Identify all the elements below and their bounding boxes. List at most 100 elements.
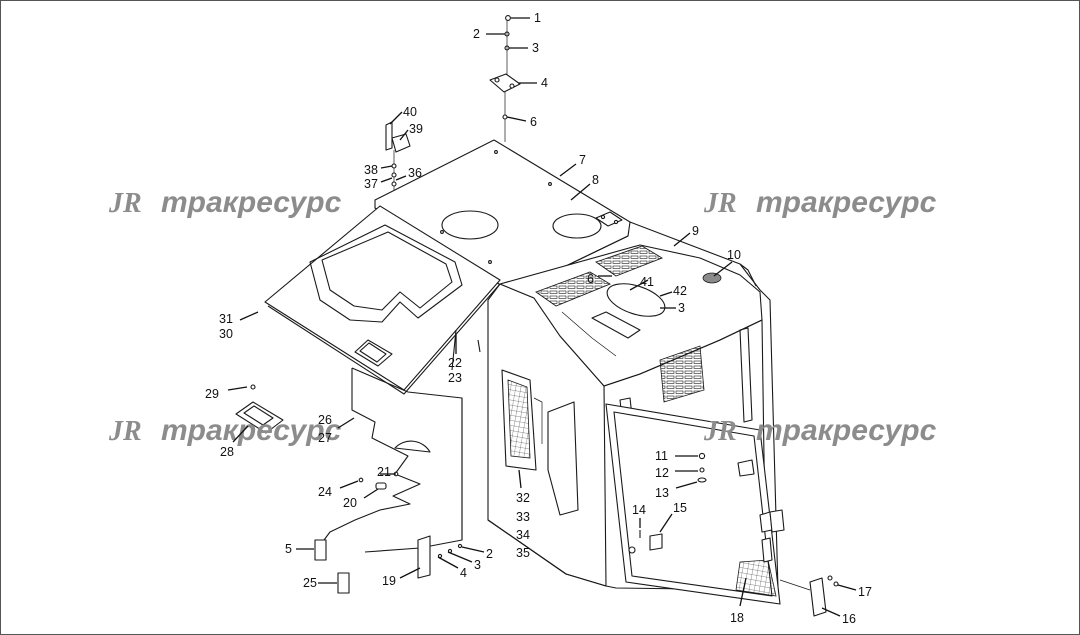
part-number: 27 — [318, 431, 332, 445]
part-number: 15 — [673, 501, 687, 515]
top-fastener-stack — [489, 15, 521, 142]
part-number: 42 — [673, 284, 687, 298]
part-number: 23 — [448, 371, 462, 385]
callout: 20 — [343, 488, 379, 510]
part-number: 22 — [448, 356, 462, 370]
callout: 38 — [364, 163, 393, 177]
callout: 4 — [518, 76, 548, 90]
callout: 21 — [377, 465, 396, 479]
watermark-text: тракресурс — [756, 414, 937, 447]
callout: 3 — [447, 551, 481, 572]
part-number: 2 — [473, 27, 480, 41]
callout: 22 — [448, 334, 462, 370]
callout: 16 — [821, 607, 856, 626]
watermark-logo: JR — [703, 416, 737, 447]
part-number: 10 — [727, 248, 741, 262]
callout: 17 — [837, 584, 872, 599]
part-number: 6 — [530, 115, 537, 129]
part-number: 39 — [409, 122, 423, 136]
part-number: 4 — [460, 566, 467, 580]
callout: 6 — [587, 272, 612, 286]
part-number: 4 — [541, 76, 548, 90]
part-number: 24 — [318, 485, 332, 499]
part-number: 3 — [474, 558, 481, 572]
callout: 41 — [629, 275, 654, 291]
front-roof-panel — [264, 205, 501, 395]
part-number: 34 — [516, 528, 530, 542]
callout: 39 — [399, 122, 423, 141]
part-number: 31 — [219, 312, 233, 326]
left-hinge-bracket — [385, 121, 411, 196]
callout: 26 — [318, 413, 355, 429]
gas-struts — [451, 329, 481, 371]
callout: 7 — [559, 153, 586, 177]
callout-group: 1 2 3 4 6 40 39 38 37 36 7 8 9 10 6 41 4… — [205, 11, 872, 626]
part-number: 5 — [285, 542, 292, 556]
part-number: 18 — [730, 611, 744, 625]
part-number: 17 — [858, 585, 872, 599]
callout: 13 — [655, 481, 698, 500]
part-number: 19 — [382, 574, 396, 588]
line-art — [235, 15, 839, 617]
callout: 5 — [285, 542, 314, 556]
part-number: 38 — [364, 163, 378, 177]
part-number: 6 — [587, 272, 594, 286]
callout: 8 — [570, 173, 599, 201]
callout: 3 — [660, 301, 685, 315]
part-number: 25 — [303, 576, 317, 590]
watermark-group: JR тракресурс JR тракресурс JR тракресур… — [108, 186, 937, 447]
part-number: 35 — [516, 546, 530, 560]
callout: 15 — [659, 501, 687, 533]
callout: 6 — [506, 115, 537, 129]
callout: 25 — [303, 576, 337, 590]
part-number: 8 — [592, 173, 599, 187]
part-number: 36 — [408, 166, 422, 180]
part-number: 7 — [579, 153, 586, 167]
part-number: 9 — [692, 224, 699, 238]
part-number: 13 — [655, 486, 669, 500]
callout: 2 — [473, 27, 505, 41]
part-number: 3 — [678, 301, 685, 315]
callout: 4 — [437, 556, 467, 580]
part-number: 21 — [377, 465, 391, 479]
watermark-logo: JR — [108, 416, 142, 447]
callout: 42 — [659, 284, 687, 298]
callout: 37 — [364, 177, 393, 191]
part-number: 26 — [318, 413, 332, 427]
watermark-3: JR тракресурс — [108, 414, 342, 447]
watermark-logo: JR — [108, 188, 142, 219]
part-number: 16 — [842, 612, 856, 626]
part-number: 3 — [532, 41, 539, 55]
part-number: 20 — [343, 496, 357, 510]
part-number: 2 — [486, 547, 493, 561]
part-number: 41 — [640, 275, 654, 289]
callout: 29 — [205, 386, 248, 401]
part-number: 37 — [364, 177, 378, 191]
hatch-frame — [235, 384, 284, 434]
callout: 12 — [655, 466, 698, 480]
callout: 9 — [673, 224, 699, 247]
callout: 14 — [632, 503, 646, 528]
watermark-text: тракресурс — [161, 186, 342, 219]
callout: 2 — [461, 546, 493, 561]
part-number: 32 — [516, 491, 530, 505]
callout: 28 — [220, 425, 249, 459]
rear-wall-panel — [317, 367, 463, 553]
part-number: 11 — [655, 449, 668, 463]
callout: 10 — [713, 248, 741, 277]
part-number: 14 — [632, 503, 646, 517]
watermark-4: JR тракресурс — [703, 414, 937, 447]
callout: 40 — [389, 105, 417, 125]
callout: 19 — [382, 567, 421, 588]
callout: 31 — [219, 311, 259, 326]
callout: 24 — [318, 480, 359, 499]
part-number: 40 — [403, 105, 417, 119]
callout: 36 — [395, 166, 422, 181]
callout: 1 — [511, 11, 541, 25]
callout: 32 — [516, 469, 530, 505]
watermark-logo: JR — [703, 188, 737, 219]
part-number: 1 — [534, 11, 541, 25]
cab-door — [605, 403, 839, 617]
watermark-text: тракресурс — [161, 414, 342, 447]
